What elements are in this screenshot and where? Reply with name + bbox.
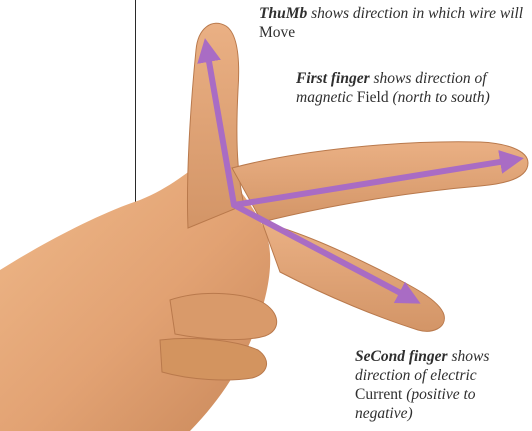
label-thumb: ThuMb shows direction in which wire will… [259, 4, 527, 42]
label-first-finger-note: (north to south) [392, 89, 489, 106]
label-first-finger-keyword: First finger [296, 70, 370, 87]
label-first-finger-field: Field [357, 89, 389, 106]
label-second-finger: SeCond finger shows direction of electri… [355, 347, 527, 423]
label-thumb-keyword: ThuMb [259, 5, 307, 22]
label-second-finger-keyword: SeCond finger [355, 348, 448, 365]
label-thumb-move: Move [259, 24, 295, 41]
hand-curled-fingers-lower [160, 338, 267, 380]
label-second-finger-current: Current [355, 386, 402, 403]
hand-second-finger [262, 222, 444, 331]
label-first-finger: First finger shows direction of magnetic… [296, 69, 526, 107]
label-thumb-text: shows direction in which wire will [311, 5, 523, 22]
